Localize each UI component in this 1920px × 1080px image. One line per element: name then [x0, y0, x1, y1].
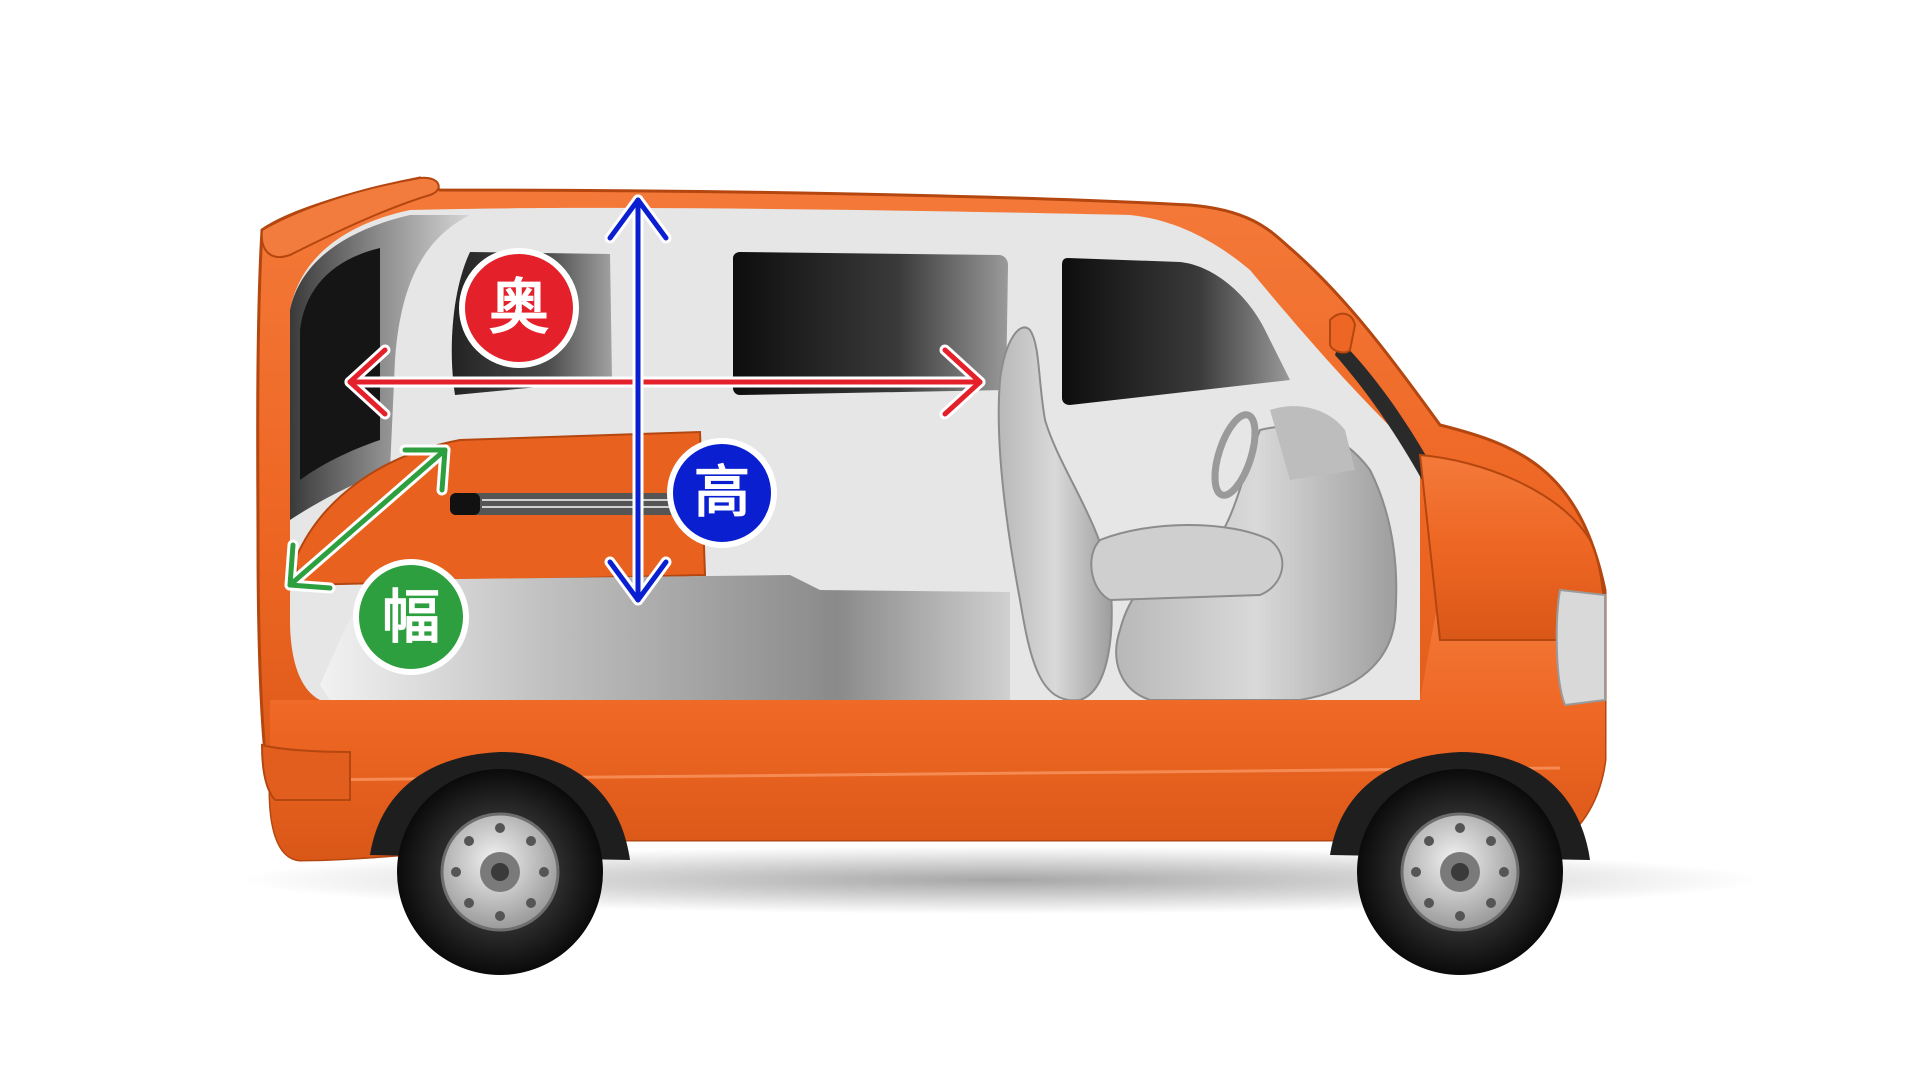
- headlight: [1555, 588, 1606, 707]
- tie-rail-end: [450, 493, 480, 515]
- width-badge: 幅: [353, 559, 469, 675]
- side-mirror: [1329, 312, 1357, 354]
- height-label: 高: [694, 461, 750, 526]
- front-seat-cushion: [1090, 524, 1284, 602]
- front-window: [1062, 258, 1290, 405]
- height-badge: 高: [667, 438, 777, 548]
- rear-window: [300, 248, 380, 480]
- tie-rail: [450, 493, 695, 515]
- wheel-holes: [451, 823, 549, 921]
- front-wheel: [1357, 769, 1563, 975]
- width-arrow: [284, 444, 451, 594]
- depth-label: 奥: [489, 273, 549, 343]
- roof-spoiler: [260, 176, 440, 258]
- dashboard: [1270, 406, 1355, 480]
- middle-window: [733, 252, 1008, 395]
- folded-seat: [997, 326, 1113, 702]
- width-label: 幅: [382, 583, 440, 651]
- wheel-holes: [1411, 823, 1509, 921]
- steering-wheel: [1211, 411, 1259, 499]
- cargo-floor: [320, 575, 1010, 700]
- rear-bumper: [260, 743, 351, 801]
- lower-body-panel: [270, 590, 1605, 860]
- depth-badge: 奥: [459, 248, 579, 368]
- height-arrow: [604, 194, 672, 606]
- rear-wheel: [397, 769, 603, 975]
- depth-arrow: [344, 344, 986, 420]
